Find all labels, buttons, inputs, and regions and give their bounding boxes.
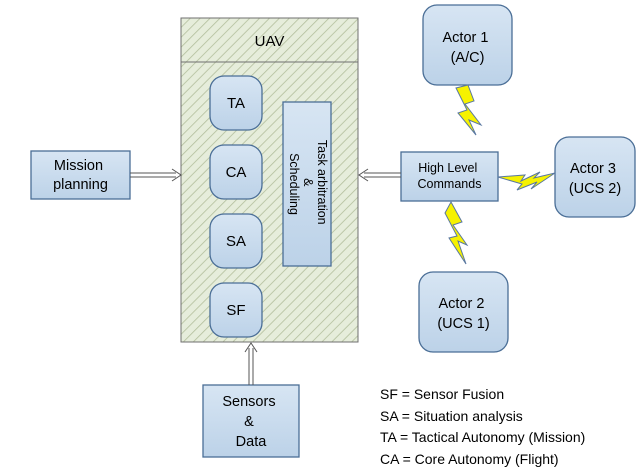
module-sf: SF xyxy=(209,282,263,338)
actor-1-label: Actor 1 (A/C) xyxy=(443,30,493,66)
module-sf-label: SF xyxy=(226,302,245,319)
sensors-data-label: Sensors & Data xyxy=(222,394,279,450)
actor-2-label: Actor 2 (UCS 1) xyxy=(437,296,489,332)
mission-planning-label: Mission planning xyxy=(53,158,108,193)
module-ca-label: CA xyxy=(226,164,247,181)
actor-3-box: Actor 3 (UCS 2) xyxy=(554,136,636,218)
legend-item-sf: SF = Sensor Fusion xyxy=(380,386,505,402)
arrow-mission-to-uav xyxy=(130,168,182,182)
module-sa: SA xyxy=(209,213,263,269)
actor-2-box: Actor 2 (UCS 1) xyxy=(418,271,509,353)
mission-planning-box: Mission planning xyxy=(30,150,131,200)
module-ca: CA xyxy=(209,144,263,200)
module-ta-label: TA xyxy=(227,95,245,112)
high-level-commands-label: High Level Commands xyxy=(418,161,482,191)
lightning-bolt-icon-actor3 xyxy=(497,171,556,191)
lightning-bolt-icon-actor1 xyxy=(455,84,483,136)
uav-title: UAV xyxy=(255,33,285,50)
module-ta: TA xyxy=(209,75,263,131)
arrow-sensors-to-uav xyxy=(244,342,258,385)
actor-1-box: Actor 1 (A/C) xyxy=(422,4,513,86)
lightning-bolt-icon-actor2 xyxy=(444,200,469,265)
task-arbitration-box: Task arbitration & Scheduling xyxy=(282,101,332,267)
arrow-commands-to-uav xyxy=(358,168,401,182)
task-arbitration-label: Task arbitration & Scheduling xyxy=(287,140,329,228)
sensors-data-box: Sensors & Data xyxy=(202,384,300,458)
module-sa-label: SA xyxy=(226,233,246,250)
abbreviation-legend: SF = Sensor Fusion SA = Situation analys… xyxy=(380,384,585,470)
high-level-commands-box: High Level Commands xyxy=(400,151,499,202)
legend-item-ca: CA = Core Autonomy (Flight) xyxy=(380,450,559,467)
actor-3-label: Actor 3 (UCS 2) xyxy=(569,161,621,197)
legend-item-ta: TA = Tactical Autonomy (Mission) xyxy=(380,429,586,445)
uav-header xyxy=(180,17,359,63)
legend-item-sa: SA = Situation analysis xyxy=(380,407,523,424)
